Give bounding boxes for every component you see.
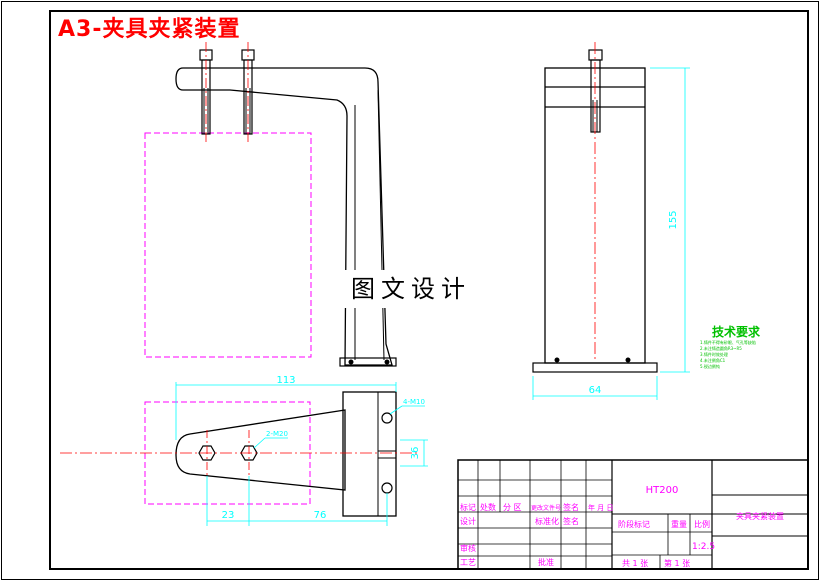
front-view xyxy=(144,42,397,367)
clamp-arm xyxy=(175,67,393,366)
tb-sign-2: 签名 xyxy=(563,516,579,526)
dim-flange-offset: 76 xyxy=(314,510,327,521)
tb-scale-label: 比例 xyxy=(694,519,710,529)
clamp-top xyxy=(175,409,346,491)
tb-count: 处数 xyxy=(480,502,496,512)
base-bolt-right xyxy=(384,359,390,365)
tb-weight: 重量 xyxy=(671,519,687,529)
workpiece-outline xyxy=(144,132,312,358)
tb-review: 审核 xyxy=(460,543,476,553)
tech-requirements-title: 技术要求 xyxy=(712,325,761,339)
dim-height-side: 155 xyxy=(668,210,679,229)
tech-line-3: 3.铸件时效处理 xyxy=(700,352,728,357)
tb-sign: 签名 xyxy=(563,502,579,512)
tb-standardize: 标准化 xyxy=(535,516,559,526)
drawing-frame xyxy=(49,10,809,570)
callout-4-m10: 4-M10 xyxy=(403,398,425,406)
arm-rib-edge xyxy=(377,89,385,361)
tb-part-name: 夹具夹紧装置 xyxy=(736,511,784,521)
title-block xyxy=(457,459,809,570)
tb-design: 设计 xyxy=(460,516,476,526)
tb-date: 年 月 日 xyxy=(588,503,613,512)
tb-sheet-total: 共 1 张 xyxy=(622,559,648,568)
dim-width-total: 113 xyxy=(276,375,295,386)
tb-zone: 分 区 xyxy=(503,503,522,512)
tb-stage-mark: 阶段标记 xyxy=(618,519,650,529)
dim-slot-height: 36 xyxy=(410,447,421,460)
dim-hole-pitch: 23 xyxy=(222,510,235,521)
tb-process: 工艺 xyxy=(460,558,476,567)
tech-line-4: 4.未注倒角C1 xyxy=(700,358,726,363)
watermark-text: 图文设计 xyxy=(336,270,486,308)
flange-top xyxy=(342,391,397,517)
tech-requirements: 技术要求 1.铸件不得有砂眼、气孔等缺陷 2.未注铸造圆角R3~R5 3.铸件时… xyxy=(700,324,760,370)
base-bolt-left xyxy=(348,359,354,365)
drawing-title: A3-夹具夹紧装置 xyxy=(58,17,241,42)
front-base xyxy=(339,357,397,367)
tb-sheet-no: 第 1 张 xyxy=(664,558,690,568)
tb-scale-value: 1:2.5 xyxy=(692,542,715,552)
dim-base-width: 64 xyxy=(589,385,602,396)
tb-mark: 标记 xyxy=(460,502,476,512)
tb-approve: 批准 xyxy=(538,557,554,567)
side-base xyxy=(532,362,658,373)
tech-line-5: 5.锐边倒钝 xyxy=(700,364,720,369)
top-view xyxy=(60,382,428,526)
tb-change-doc: 更改文件号 xyxy=(531,504,561,512)
side-view xyxy=(532,42,690,400)
tech-line-2: 2.未注铸造圆角R3~R5 xyxy=(700,346,742,351)
callout-2-m20: 2-M20 xyxy=(266,430,288,438)
tb-material: HT200 xyxy=(646,485,679,496)
tech-line-1: 1.铸件不得有砂眼、气孔等缺陷 xyxy=(700,340,756,345)
